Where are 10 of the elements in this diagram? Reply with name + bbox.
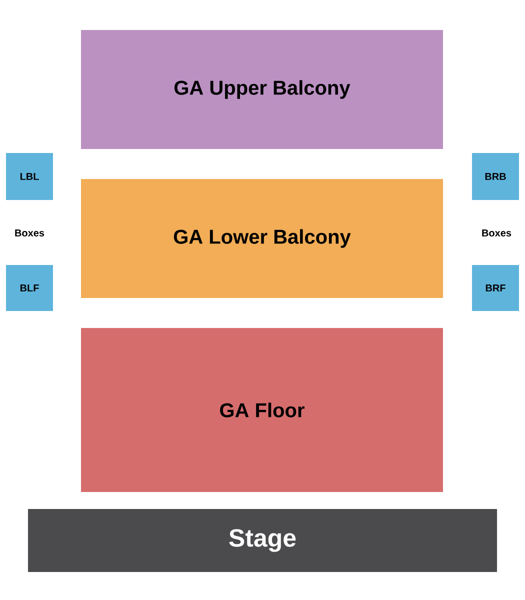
- box-section: LBL: [6, 153, 53, 200]
- section-label: Boxes: [15, 230, 44, 236]
- section-block: GA Floor: [81, 328, 443, 492]
- section-label: Boxes: [482, 230, 512, 236]
- section-block: GA Upper Balcony: [81, 30, 443, 149]
- box-section: BLF: [6, 265, 53, 311]
- box-section: BRF: [472, 265, 519, 311]
- section-block: GA Lower Balcony: [81, 179, 443, 298]
- box-section: BRB: [472, 153, 519, 200]
- stage-block: Stage: [28, 509, 497, 572]
